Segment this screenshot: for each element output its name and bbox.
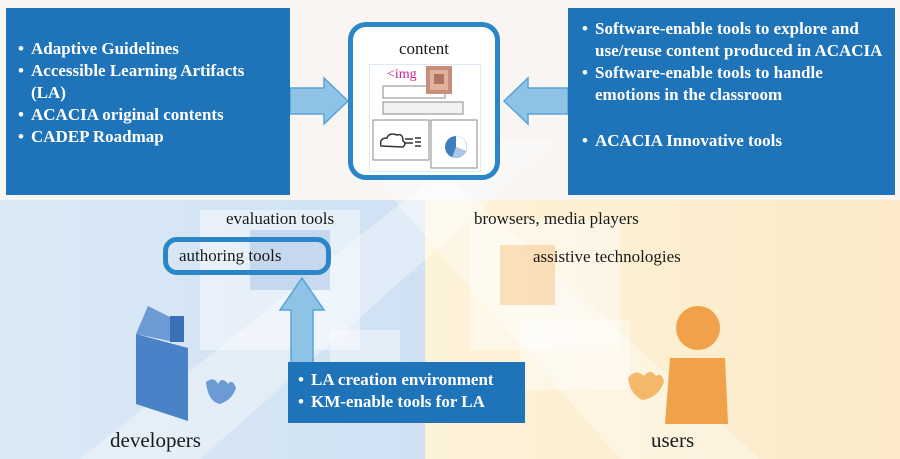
list-item: KM-enable tools for LA <box>298 391 519 413</box>
list-item: Adaptive Guidelines <box>18 38 282 60</box>
left-arrow-icon <box>290 76 350 126</box>
list-item: ACACIA Innovative tools <box>582 130 887 152</box>
photo-icon <box>426 66 452 94</box>
developers-label: developers <box>110 428 201 452</box>
inputs-list: Adaptive Guidelines Accessible Learning … <box>6 8 290 148</box>
list-item: Software-enable tools to explore and use… <box>582 18 887 62</box>
img-tag-label: <img <box>387 67 417 82</box>
tools-list: Software-enable tools to explore and use… <box>568 8 895 152</box>
content-title: content <box>398 39 450 58</box>
la-tools-list: LA creation environment KM-enable tools … <box>288 362 525 413</box>
list-item: ACACIA original contents <box>18 104 282 126</box>
users-label: users <box>651 428 695 452</box>
list-item: LA creation environment <box>298 369 519 391</box>
list-item: CADEP Roadmap <box>18 126 282 148</box>
content-frame: content <img <box>348 22 500 180</box>
up-arrow-icon <box>278 276 326 365</box>
right-arrow-icon <box>502 76 568 126</box>
browsers-media-players-label: browsers, media players <box>474 209 639 228</box>
evaluation-tools-label: evaluation tools <box>226 209 335 228</box>
list-item: Software-enable tools to handle emotions… <box>582 62 887 106</box>
developer-icon <box>136 306 236 421</box>
user-icon <box>628 306 728 424</box>
authoring-tools-frame <box>163 237 331 275</box>
list-item: Accessible Learning Artifacts (LA) <box>18 60 282 104</box>
tools-box: Software-enable tools to explore and use… <box>568 8 895 195</box>
assistive-technologies-label: assistive technologies <box>533 247 681 266</box>
la-tools-box: LA creation environment KM-enable tools … <box>288 362 525 423</box>
pie-chart-icon <box>445 136 467 159</box>
authoring-tools-label: authoring tools <box>179 246 282 265</box>
inputs-box: Adaptive Guidelines Accessible Learning … <box>6 8 290 195</box>
cloud-icon <box>379 133 421 148</box>
document-illustration: <img <box>369 64 481 172</box>
